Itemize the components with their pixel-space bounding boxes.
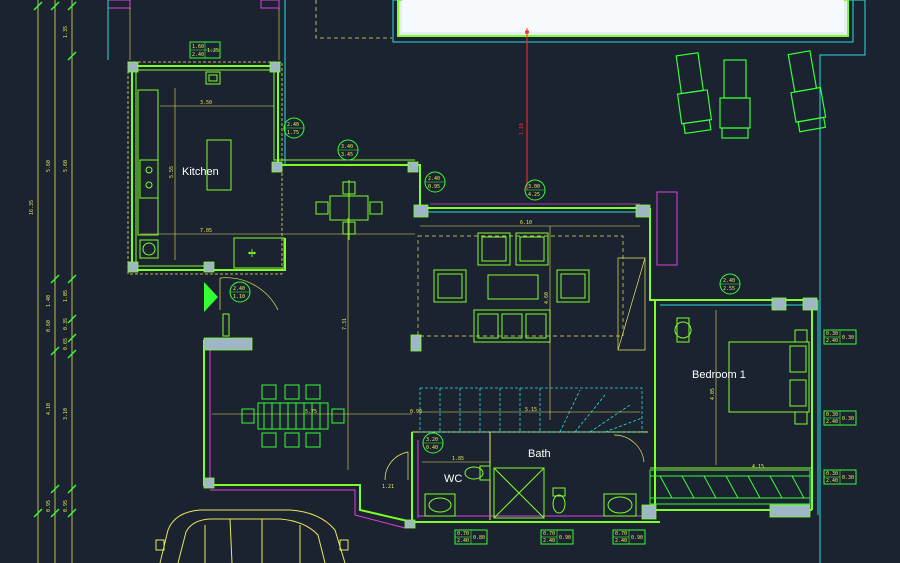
left-dim-inner-2: 5.60 — [63, 160, 69, 172]
kitchen-width-dim: 3.50 — [200, 100, 212, 106]
svg-text:3.45: 3.45 — [341, 152, 353, 158]
window-tag-6: 0.30 2.40 0.30 — [823, 469, 857, 485]
kitchen-run-dim: 7.05 — [200, 228, 212, 234]
svg-text:3.20: 3.20 — [426, 437, 438, 443]
living-furniture — [417, 232, 646, 351]
left-dim-mid-5: 0.95 — [46, 500, 52, 512]
window-tag-5: 0.30 2.40 0.30 — [823, 410, 857, 426]
window-tag-1: 0.70 2.40 0.80 — [454, 529, 488, 545]
living-depth-dim: 4.60 — [544, 292, 550, 304]
left-dim-inner-5: 0.65 — [63, 338, 69, 350]
lounge-chairs — [675, 50, 827, 139]
svg-text:0.30: 0.30 — [842, 335, 854, 341]
corner-dim: 1.21 — [382, 484, 394, 490]
living-width-dim: 6.10 — [520, 220, 532, 226]
dining-run-dim: 5.75 — [305, 409, 317, 415]
left-dim-inner-1: 1.35 — [63, 26, 69, 38]
stair-dim: 5.15 — [525, 407, 537, 413]
kitchen-label: Kitchen — [182, 166, 219, 178]
svg-text:2.40: 2.40 — [233, 286, 245, 292]
svg-text:2.40: 2.40 — [826, 338, 838, 344]
wc-width-dim: 1.85 — [452, 456, 464, 462]
entry-door — [204, 277, 279, 337]
svg-text:0.40: 0.40 — [426, 445, 438, 451]
svg-text:0.70: 0.70 — [457, 531, 469, 537]
svg-text:0.30: 0.30 — [826, 331, 838, 337]
svg-text:1.10: 1.10 — [233, 294, 245, 300]
window-tag-4: 0.30 2.40 0.30 — [823, 329, 857, 345]
landing-dim: 0.90 — [410, 409, 422, 415]
kitchen-depth-dim: 5.55 — [169, 166, 175, 178]
bubble-4: 2.40 0.95 — [424, 171, 446, 193]
svg-text:3.00: 3.00 — [528, 184, 540, 190]
upper-dining-table — [315, 180, 383, 240]
svg-text:0.30: 0.30 — [842, 475, 854, 481]
bath-fixtures — [384, 434, 645, 519]
svg-text:0.95: 0.95 — [428, 184, 440, 190]
dining-depth-dim: 7.31 — [342, 318, 348, 330]
svg-text:3.40: 3.40 — [341, 144, 353, 150]
left-dim-outer-1: 16.35 — [29, 200, 35, 215]
bedroom-width-dim: 4.15 — [752, 464, 764, 470]
left-dim-inner-6: 3.10 — [63, 408, 69, 420]
svg-text:2.40: 2.40 — [826, 419, 838, 425]
red-axis-label: 1.10 — [519, 123, 525, 135]
svg-text:2.40: 2.40 — [287, 122, 299, 128]
left-dim-inner-3: 1.05 — [63, 290, 69, 302]
lower-dining-table — [241, 384, 345, 448]
svg-text:2.40: 2.40 — [192, 52, 204, 58]
svg-text:2.40: 2.40 — [457, 538, 469, 544]
left-dim-mid-4: 4.10 — [46, 403, 52, 415]
kitchen-fixtures — [137, 71, 285, 269]
svg-text:2.40: 2.40 — [615, 538, 627, 544]
bubble-5: 3.00 4.25 — [524, 179, 546, 201]
window-tag-3: 0.70 2.40 0.90 — [612, 529, 646, 545]
svg-text:0.80: 0.80 — [473, 535, 485, 541]
bubble-2: 2.40 1.75 — [283, 117, 305, 139]
svg-text:0.70: 0.70 — [543, 531, 555, 537]
bedroom-depth-dim: 4.05 — [710, 388, 716, 400]
window-tags: 0.70 2.40 0.80 0.70 2.40 0.90 0.70 2.40 … — [454, 329, 857, 545]
bubble-1: 1.60 2.40 1.25 — [189, 41, 221, 59]
svg-text:2.40: 2.40 — [428, 176, 440, 182]
svg-text:1.60: 1.60 — [192, 44, 204, 50]
walls — [127, 61, 819, 529]
svg-text:2.40: 2.40 — [723, 278, 735, 284]
kitchen-dim-lines — [140, 88, 415, 260]
left-dimension-chains — [33, 0, 77, 563]
window-tag-2: 0.70 2.40 0.90 — [540, 529, 574, 545]
svg-text:2.40: 2.40 — [826, 478, 838, 484]
staircase — [419, 387, 643, 433]
bubble-3: 3.40 3.45 — [337, 139, 359, 161]
left-dim-inner-7: 0.95 — [63, 500, 69, 512]
svg-text:1.75: 1.75 — [287, 130, 299, 136]
svg-text:2.55: 2.55 — [723, 286, 735, 292]
bath-label: Bath — [528, 448, 551, 460]
svg-text:1.25: 1.25 — [207, 48, 219, 54]
svg-text:4.25: 4.25 — [528, 192, 540, 198]
bubble-7: 2.40 2.55 — [719, 273, 741, 295]
left-dim-mid-2: 1.40 — [46, 295, 52, 307]
columns — [127, 61, 818, 529]
svg-text:0.30: 0.30 — [826, 471, 838, 477]
left-dim-mid-1: 5.60 — [46, 160, 52, 172]
svg-text:0.90: 0.90 — [631, 535, 643, 541]
left-dim-inner-4: 0.35 — [63, 318, 69, 330]
svg-text:0.30: 0.30 — [842, 416, 854, 422]
svg-text:0.30: 0.30 — [826, 412, 838, 418]
bedroom-label: Bedroom 1 — [692, 369, 746, 381]
svg-text:0.70: 0.70 — [615, 531, 627, 537]
bedroom-furniture — [649, 317, 811, 505]
bubble-8: 3.20 0.40 — [422, 432, 444, 454]
svg-text:2.40: 2.40 — [543, 538, 555, 544]
door-bubbles: 1.60 2.40 1.25 2.40 1.75 3.40 3.45 2.40 … — [189, 41, 741, 454]
left-dim-mid-3: 0.60 — [46, 320, 52, 332]
bubble-6: 2.40 1.10 — [229, 281, 251, 303]
pool-area — [107, 0, 866, 563]
svg-text:0.90: 0.90 — [559, 535, 571, 541]
wc-label: WC — [444, 473, 462, 485]
car-outline — [155, 509, 349, 563]
